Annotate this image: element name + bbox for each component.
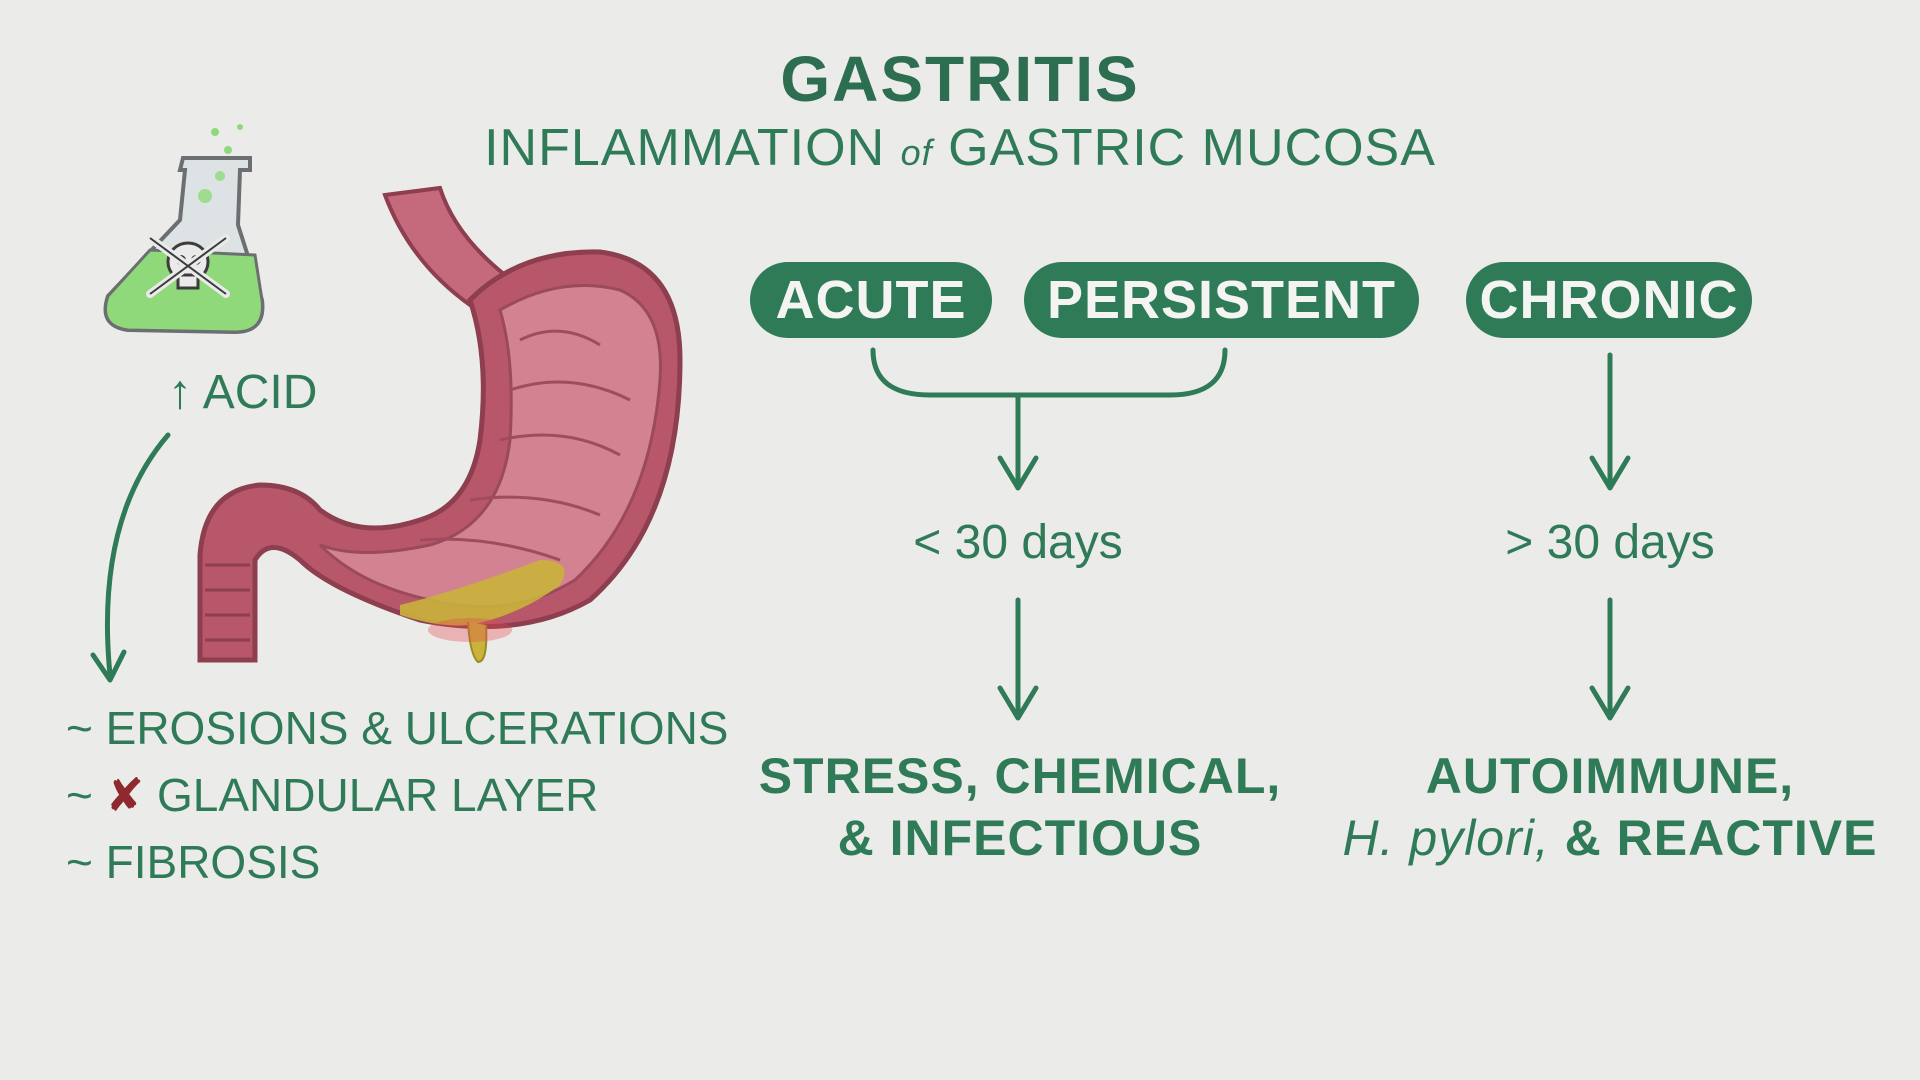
chronic-causes-line1: AUTOIMMUNE, bbox=[1425, 748, 1795, 804]
subtitle-connector: of bbox=[900, 132, 933, 173]
tilde-prefix: ~ bbox=[66, 836, 93, 888]
effect-erosions-label: EROSIONS & ULCERATIONS bbox=[105, 702, 729, 754]
tilde-prefix: ~ bbox=[66, 769, 93, 821]
tilde-prefix: ~ bbox=[66, 702, 93, 754]
short-duration-label: < 30 days bbox=[913, 516, 1123, 569]
chronic-causes: AUTOIMMUNE, H. pylori, & REACTIVE bbox=[1320, 745, 1900, 869]
acid-effect-arrow bbox=[104, 432, 171, 678]
effect-fibrosis: ~ FIBROSIS bbox=[66, 829, 728, 896]
h-pylori-label: H. pylori, bbox=[1342, 810, 1550, 866]
effect-glandular: ~ ✘ GLANDULAR LAYER bbox=[66, 762, 728, 829]
acid-flask-icon bbox=[103, 124, 265, 335]
persistent-pill: PERSISTENT bbox=[1024, 262, 1419, 338]
page-title: GASTRITIS bbox=[780, 43, 1140, 115]
acute-causes: STRESS, CHEMICAL, & INFECTIOUS bbox=[720, 745, 1320, 869]
effect-glandular-label: GLANDULAR LAYER bbox=[156, 769, 599, 821]
subtitle-part1: INFLAMMATION bbox=[484, 119, 886, 177]
long-duration-label: > 30 days bbox=[1505, 516, 1715, 569]
subtitle-part2: GASTRIC MUCOSA bbox=[948, 119, 1436, 177]
increased-acid-label: ↑ ACID bbox=[168, 366, 318, 419]
chronic-pill: CHRONIC bbox=[1466, 262, 1752, 338]
acute-causes-line2: & INFECTIOUS bbox=[837, 810, 1203, 866]
x-mark-icon: ✘ bbox=[105, 769, 145, 821]
stomach-illustration bbox=[197, 185, 683, 664]
effect-erosions: ~ EROSIONS & ULCERATIONS bbox=[66, 695, 728, 762]
chronic-causes-rest: & REACTIVE bbox=[1564, 810, 1878, 866]
effect-fibrosis-label: FIBROSIS bbox=[105, 836, 321, 888]
acute-causes-line1: STRESS, CHEMICAL, bbox=[758, 748, 1282, 804]
acute-persistent-bracket bbox=[870, 347, 1228, 398]
acid-effects-list: ~ EROSIONS & ULCERATIONS ~ ✘ GLANDULAR L… bbox=[66, 695, 728, 896]
acute-pill: ACUTE bbox=[750, 262, 992, 338]
chronic-causes-line2: H. pylori, & REACTIVE bbox=[1320, 807, 1900, 869]
page-subtitle: INFLAMMATION of GASTRIC MUCOSA bbox=[0, 118, 1920, 178]
